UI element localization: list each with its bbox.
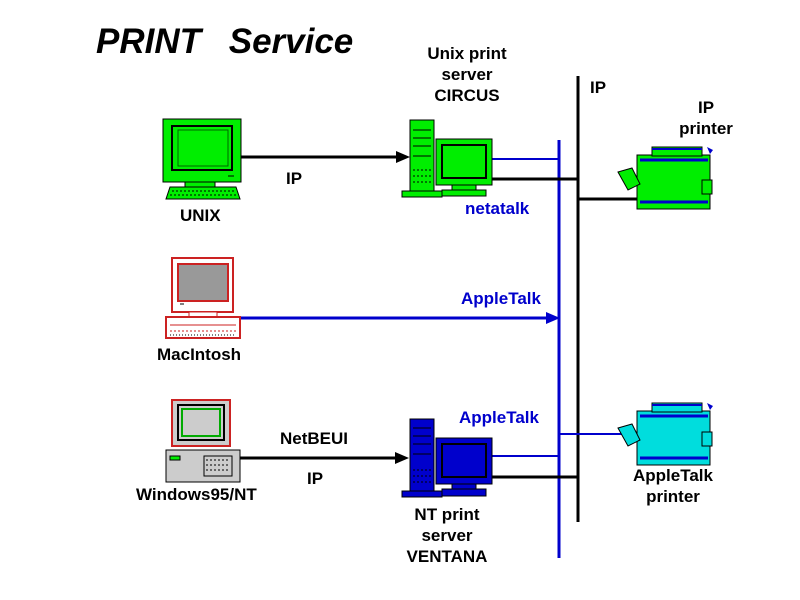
- ip-unix-link-label: IP: [286, 169, 303, 188]
- page-title: PRINT Service: [96, 22, 354, 61]
- unix-workstation-icon: [162, 118, 242, 200]
- appletalk-printer-label-line: printer: [646, 487, 700, 506]
- macintosh-label: MacIntosh: [157, 345, 242, 364]
- mac-appletalk-arrowhead: [546, 312, 560, 324]
- unix-server-label-line: CIRCUS: [434, 86, 500, 105]
- unix-server-label-line: Unix print: [427, 44, 507, 63]
- unix-server-label: Unix print server CIRCUS: [412, 43, 522, 106]
- unix-server-icon: [401, 119, 493, 198]
- appletalk-printer-label-line: AppleTalk: [633, 466, 713, 485]
- ip-printer-icon: [617, 146, 713, 210]
- ip-printer-label: IP printer: [666, 97, 746, 139]
- unix-server-label-line: server: [441, 65, 493, 84]
- netatalk-label: netatalk: [465, 199, 530, 218]
- nt-server-icon: [401, 418, 493, 498]
- appletalk-nt-label: AppleTalk: [459, 408, 539, 427]
- windows-label: Windows95/NT: [136, 485, 257, 504]
- nt-server-label: NT print server VENTANA: [392, 504, 502, 567]
- unix-label: UNIX: [180, 206, 221, 225]
- ip-backbone-label: IP: [590, 78, 607, 97]
- nt-server-label-line: VENTANA: [406, 547, 488, 566]
- nt-server-label-line: server: [421, 526, 473, 545]
- ip-printer-label-line: IP: [697, 98, 715, 117]
- appletalk-printer-icon: [617, 402, 713, 466]
- windows-to-ventana-arrowhead: [395, 452, 409, 464]
- macintosh-icon: [165, 257, 241, 339]
- ip-win-link-label: IP: [307, 469, 324, 488]
- windows-pc-icon: [165, 399, 241, 483]
- ip-printer-label-line: printer: [679, 119, 733, 138]
- nt-server-label-line: NT print: [414, 505, 480, 524]
- netbeui-label: NetBEUI: [280, 429, 349, 448]
- appletalk-mac-label: AppleTalk: [461, 289, 541, 308]
- appletalk-printer-label: AppleTalk printer: [616, 465, 730, 507]
- unix-to-circus-arrowhead: [396, 151, 410, 163]
